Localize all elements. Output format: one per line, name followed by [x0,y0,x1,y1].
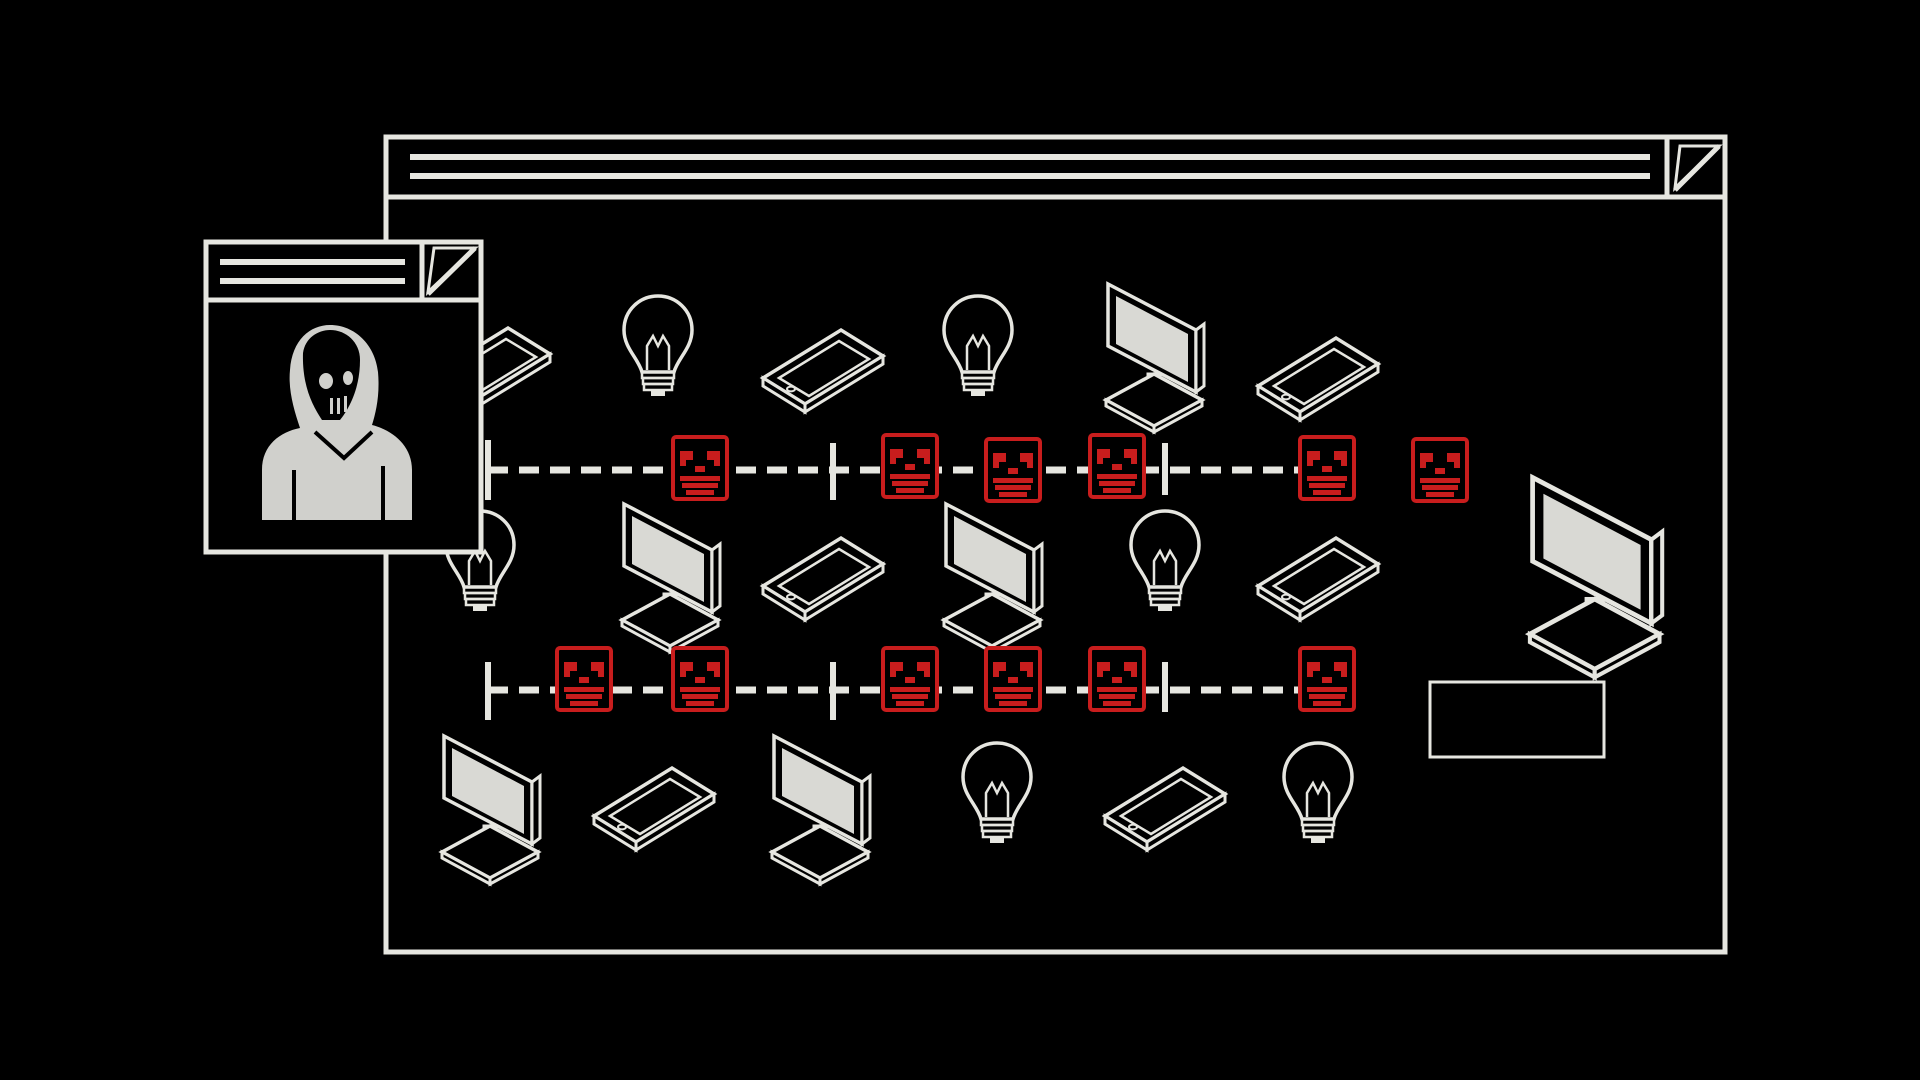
skull-icon [1298,435,1356,501]
main-resize-icon[interactable] [1673,144,1723,192]
skull-icon [881,433,939,499]
skull-icon [1088,646,1146,712]
skull-icon [1298,646,1356,712]
skull-icon [671,435,729,501]
skull-icon [984,646,1042,712]
hooded-hacker-skull-icon [262,325,412,520]
hacker-resize-icon[interactable] [425,246,479,296]
skull-icon [671,646,729,712]
skull-icon [881,646,939,712]
empty-rectangle [1428,680,1606,759]
main-window-frame [383,134,1728,955]
hacker-window [203,239,484,555]
main-window [383,134,1728,955]
skull-icon [984,437,1042,503]
skull-icon [1411,437,1469,503]
skull-icon [1088,433,1146,499]
skull-icon [555,646,613,712]
